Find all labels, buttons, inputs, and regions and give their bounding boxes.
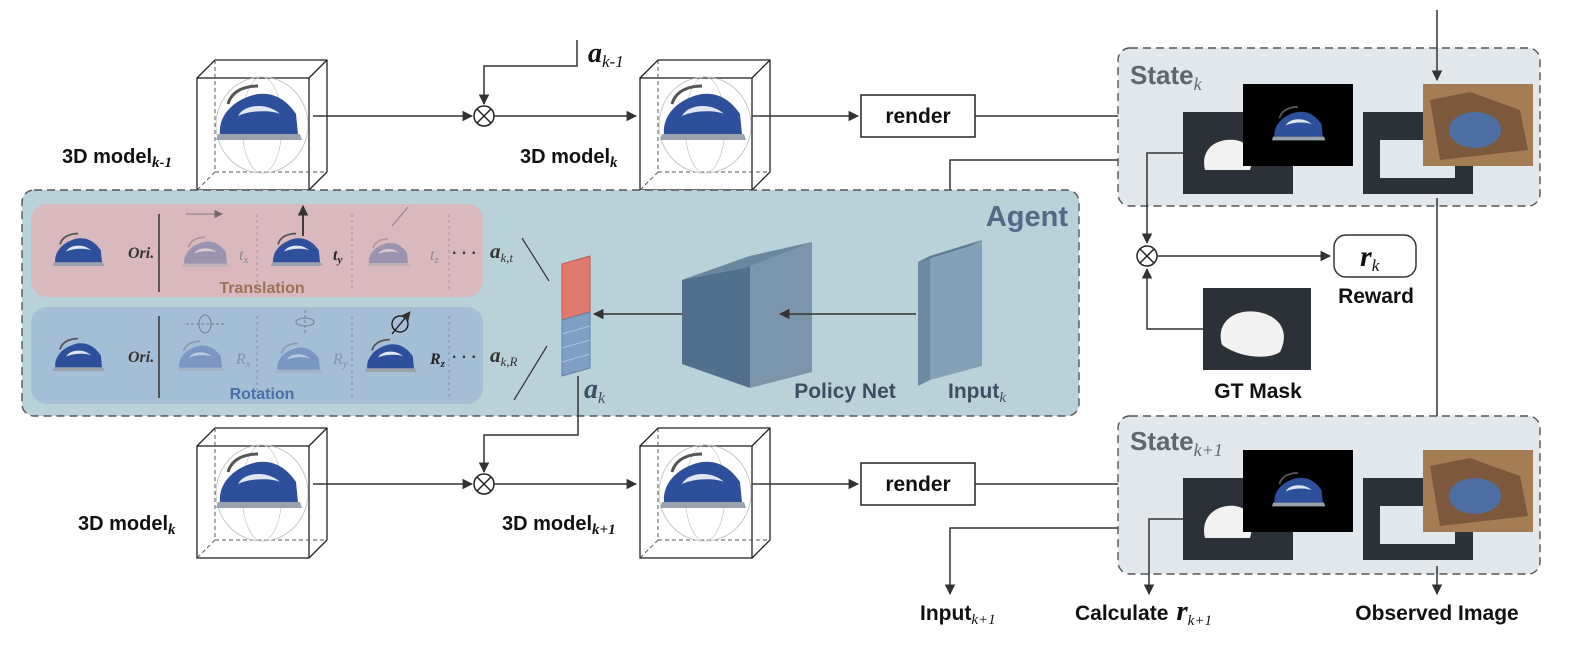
arrow-to-input-next <box>944 527 1118 596</box>
reward-label: Reward <box>1338 285 1414 308</box>
arrow-gt-to-reward <box>1141 267 1203 330</box>
combine-node-top <box>473 105 495 127</box>
state-k1-observed-image <box>1363 450 1533 560</box>
input-k-label: Inputk <box>948 380 1006 406</box>
rotation-connector <box>513 345 548 401</box>
render-box-top <box>860 94 976 138</box>
state-k1-label: Statek+1 <box>1130 426 1223 460</box>
rotation-rx-label: Rx <box>235 351 251 370</box>
render-box-bottom <box>860 462 976 506</box>
state-k1-render-image <box>1243 450 1353 532</box>
rz-rotation-icon <box>391 311 411 335</box>
top-model-cur <box>639 59 771 191</box>
render-label-bottom: render <box>885 473 950 496</box>
tz-arrow-icon <box>391 206 409 227</box>
translation-ori-label: Ori. <box>128 245 154 262</box>
arrow-mask-to-reward <box>1141 152 1187 245</box>
render-label-top: render <box>885 105 950 128</box>
combine-node-bottom <box>473 473 495 495</box>
arrow-action-bottom <box>478 376 579 474</box>
combine-node-reward <box>1136 245 1158 267</box>
translation-ty-label: ty <box>333 247 342 266</box>
observed-image-label: Observed Image <box>1355 602 1518 625</box>
bottom-model-next <box>639 427 771 559</box>
translation-tx-label: tx <box>239 247 248 266</box>
policy-net-label: Policy Net <box>794 380 896 403</box>
top-model-prev <box>196 59 328 191</box>
top-model-cur-label: 3D modelk <box>520 146 618 171</box>
rotation-strip <box>31 307 483 404</box>
action-vector <box>561 255 591 377</box>
translation-connector <box>521 237 550 282</box>
arrow-to-calculate <box>1143 518 1187 596</box>
translation-tz-label: tz <box>430 247 439 266</box>
rotation-label: Rotation <box>230 386 295 403</box>
translation-label: Translation <box>219 280 304 297</box>
state-k-render-image <box>1243 84 1353 166</box>
action-vector-label: ak <box>584 374 606 407</box>
reward-box <box>1333 234 1417 278</box>
reward-symbol: rk <box>1360 240 1380 275</box>
ry-rotation-icon <box>295 310 315 334</box>
agent-title: Agent <box>986 201 1069 233</box>
rotation-ry-label: Ry <box>332 351 348 370</box>
input-next-label: Inputk+1 <box>920 602 996 628</box>
arrow-action-top <box>478 40 578 106</box>
translation-action-label: ak,t <box>490 239 514 265</box>
gt-mask-image <box>1203 288 1311 370</box>
rx-rotation-icon <box>186 314 224 334</box>
translation-dots: · · · <box>452 245 477 262</box>
rotation-dots: · · · <box>452 349 477 366</box>
top-model-prev-label: 3D modelk-1 <box>62 146 172 171</box>
bottom-model-cur <box>196 427 328 559</box>
state-k-observed-image <box>1363 84 1533 194</box>
rotation-rz-label: Rz <box>429 351 446 370</box>
gt-mask-label: GT Mask <box>1214 380 1302 403</box>
state-k-label: Statek <box>1130 60 1203 94</box>
bottom-model-cur-label: 3D modelk <box>78 513 176 538</box>
action-prev-label: ak-1 <box>588 38 624 71</box>
rotation-ori-label: Ori. <box>128 349 154 366</box>
rotation-action-label: ak,R <box>490 343 518 369</box>
bottom-model-next-label: 3D modelk+1 <box>502 513 616 538</box>
input-block <box>918 240 982 386</box>
